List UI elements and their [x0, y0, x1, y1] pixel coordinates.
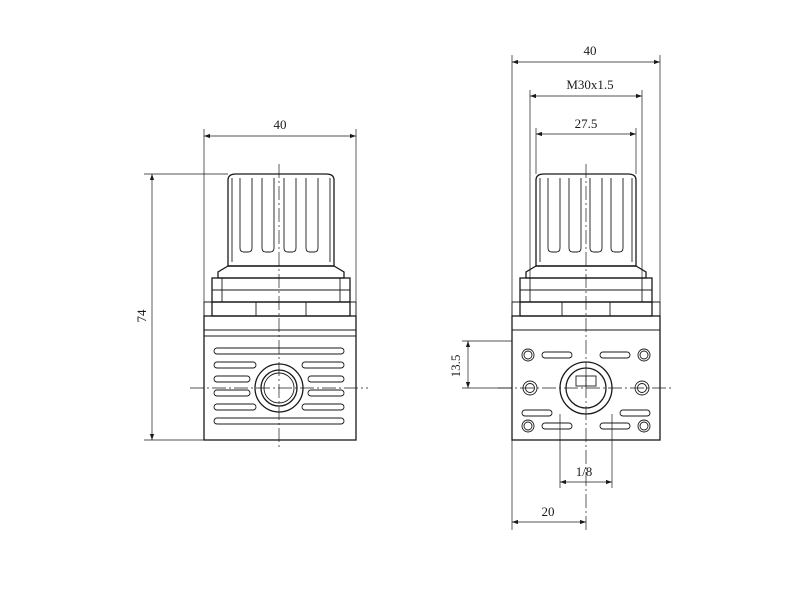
right-width-label: 40: [584, 43, 597, 58]
left-knob: [227, 173, 335, 267]
left-height-label: 74: [134, 309, 149, 323]
port-height-label: 13.5: [448, 355, 463, 378]
port-size-dimension: 1/8: [559, 414, 613, 488]
left-collar: [203, 265, 357, 317]
knob-diameter-dimension: 27.5: [535, 116, 637, 174]
left-width-dimension: 40: [203, 117, 357, 316]
port-height-dimension: 13.5: [448, 340, 512, 389]
left-body: [203, 315, 357, 441]
right-width-dimension: 40: [511, 43, 661, 316]
right-body-slots: [521, 351, 651, 430]
right-body: [511, 315, 661, 441]
left-width-label: 40: [274, 117, 287, 132]
left-view: 40 74: [134, 117, 368, 450]
knob-diameter-label: 27.5: [575, 116, 598, 131]
port-size-label: 1/8: [576, 464, 593, 479]
left-height-dimension: 74: [134, 173, 228, 441]
thread-label: M30x1.5: [566, 77, 613, 92]
port-offset-label: 20: [542, 504, 555, 519]
port-offset-dimension: 20: [511, 440, 586, 530]
right-view: 40 M30x1.5 27.5 13.5 1/8: [448, 43, 674, 530]
thread-dimension: M30x1.5: [529, 77, 643, 278]
